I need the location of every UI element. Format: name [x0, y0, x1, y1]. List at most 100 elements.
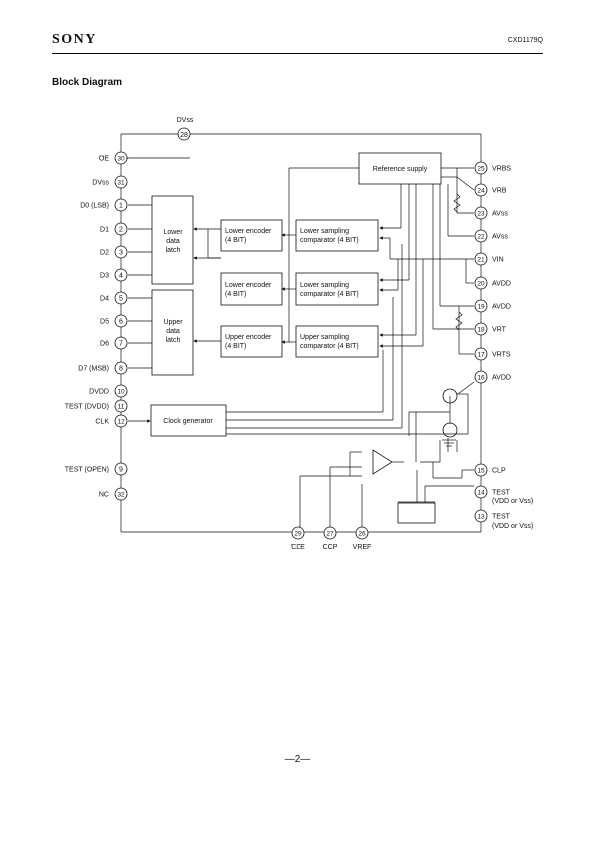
pin-9-number: 9 [119, 467, 123, 474]
pin-16-label: AVDD [492, 375, 511, 382]
pin-16 [474, 370, 488, 384]
pin-14-label: TEST [492, 490, 511, 497]
pin-32-number: 32 [117, 492, 125, 499]
pin-29-number: 29 [294, 531, 302, 538]
top-pin-label: DVss [177, 117, 194, 124]
pin-17-number: 17 [477, 352, 485, 359]
pin-27 [323, 526, 337, 540]
pin-11-number: 11 [118, 404, 125, 411]
pin-25-number: 25 [477, 166, 485, 173]
pin-31 [114, 175, 128, 189]
page-number: —2— [284, 754, 311, 765]
enc2-label: Lower encoder(4 BIT) [225, 282, 272, 298]
lower-data-latch [151, 195, 194, 285]
pin-29 [291, 526, 305, 540]
clamp-amplifier [372, 449, 393, 475]
upper-data-latch [151, 289, 194, 376]
pin-22-number: 22 [477, 234, 485, 241]
pin-18 [474, 322, 488, 336]
pin-21 [474, 252, 488, 266]
pin-10-label: DVDD [89, 389, 109, 396]
lower-encoder-2 [220, 272, 283, 306]
pin-5-number: 5 [119, 296, 123, 303]
pin-15-number: 15 [477, 468, 485, 475]
reference-supply [358, 152, 442, 185]
transistor-upper [442, 388, 458, 404]
pin-20-number: 20 [477, 281, 485, 288]
section-title: Block Diagram [52, 77, 123, 88]
pin-6-number: 6 [119, 319, 123, 326]
pin-4 [114, 268, 128, 282]
pin-13-number: 13 [477, 514, 485, 521]
pin-11-label: TEST (DVDD) [65, 404, 109, 411]
pin-21-label: VIN [492, 257, 504, 264]
pin-14-sublabel: (VDD or Vss) [492, 498, 533, 505]
pin-22-label: AVss [492, 234, 508, 241]
pin-6-label: D5 [100, 319, 109, 326]
pin-2 [114, 222, 128, 236]
pin-19 [474, 299, 488, 313]
pin-23-label: AVss [492, 211, 508, 218]
pin-4-label: D3 [100, 273, 109, 280]
pin-10-number: 10 [117, 389, 125, 396]
pin-24-number: 24 [477, 188, 485, 195]
pin-14-number: 14 [477, 490, 485, 497]
pin-32 [114, 487, 128, 501]
clamp-block [397, 502, 436, 524]
pin-28 [177, 127, 191, 141]
pin-1-label: D0 (LSB) [80, 203, 109, 210]
pin-1-number: 1 [119, 203, 123, 210]
pin-13-sublabel: (VDD or Vss) [492, 523, 533, 530]
pin-13 [474, 509, 488, 523]
pin-2-number: 2 [119, 227, 123, 234]
pin-18-label: VRT [492, 327, 507, 334]
pin-8 [114, 361, 128, 375]
upper-encoder [220, 325, 283, 358]
pin-2-label: D1 [100, 227, 109, 234]
part-number: CXD1179Q [507, 37, 543, 44]
pin-15-label: CLP [492, 468, 506, 475]
lower-sampling-comparator-2 [295, 272, 379, 306]
clock-generator [150, 404, 227, 437]
pin-30 [114, 151, 128, 165]
pin-12 [114, 414, 128, 428]
pin-3 [114, 245, 128, 259]
pin-7-label: D6 [100, 341, 109, 348]
pin-23-number: 23 [477, 211, 485, 218]
transistor-lower [442, 422, 458, 438]
pin-3-number: 3 [119, 250, 123, 257]
pin-12-label: CLK [95, 419, 109, 426]
enc3-label: Upper encoder(4 BIT) [225, 334, 272, 350]
reference-supply-label: Reference supply [373, 166, 428, 173]
pin-23 [474, 206, 488, 220]
pin-12-number: 12 [117, 419, 125, 426]
pin-24 [474, 183, 488, 197]
pin-28-number: 28 [180, 132, 188, 139]
pin-26-number: 26 [358, 531, 366, 538]
pin-17-label: VRTS [492, 352, 511, 359]
pin-30-number: 30 [117, 156, 125, 163]
pin-31-label: DVss [92, 180, 109, 187]
brand-logo: SONY [52, 32, 97, 47]
pin-20-label: AVDD [492, 281, 511, 288]
clock-generator-label: Clock generator [163, 418, 213, 425]
pin-18-number: 18 [477, 327, 485, 334]
pin-17 [474, 347, 488, 361]
lower-sampling-comparator-1 [295, 219, 379, 252]
pin-19-number: 19 [477, 304, 485, 311]
lower-encoder-1 [220, 219, 283, 252]
pin-14 [474, 485, 488, 499]
pin-19-label: AVDD [492, 304, 511, 311]
pin-25-label: VRBS [492, 166, 511, 173]
pin-13-label: TEST [492, 514, 511, 521]
pin-15 [474, 463, 488, 477]
pin-3-label: D2 [100, 250, 109, 257]
enc1-label: Lower encoder(4 BIT) [225, 228, 272, 244]
header-rule [52, 53, 543, 54]
pin-6 [114, 314, 128, 328]
pin-20 [474, 276, 488, 290]
pin-7-number: 7 [119, 341, 123, 348]
